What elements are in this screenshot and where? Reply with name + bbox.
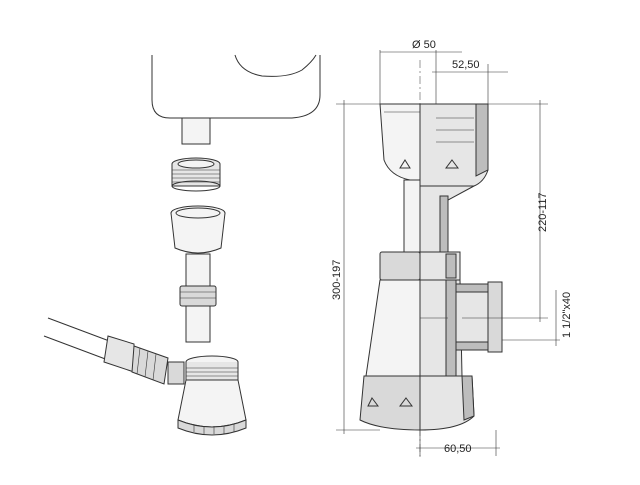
dim-bottom-width-label: 60,50	[444, 443, 472, 455]
dim-bottom-width: 60,50	[416, 430, 500, 456]
dim-total-height: 300-197	[331, 100, 380, 434]
dim-top-offset-label: 52,50	[452, 59, 480, 71]
dim-total-height-label: 300-197	[331, 260, 343, 300]
dim-upper-height: 220-117	[488, 100, 549, 322]
section-view: Ø 50 52,50 300-197 220-117 1 1/2"x40	[331, 39, 573, 460]
tail-pipe-icon	[170, 205, 226, 343]
sink-basin-icon	[151, 54, 321, 145]
bottle-trap-icon	[167, 355, 247, 436]
exploded-view	[43, 54, 321, 436]
dim-diameter-top: Ø 50	[379, 39, 462, 104]
drain-hose-icon	[43, 317, 169, 385]
threaded-nut-icon	[171, 157, 221, 192]
dim-outlet-thread: 1 1/2"x40	[502, 290, 573, 346]
dim-top-offset: 52,50	[432, 59, 508, 104]
dim-diameter-top-label: Ø 50	[412, 39, 436, 51]
dim-outlet-thread-label: 1 1/2"x40	[561, 292, 573, 338]
dim-upper-height-label: 220-117	[537, 192, 549, 232]
